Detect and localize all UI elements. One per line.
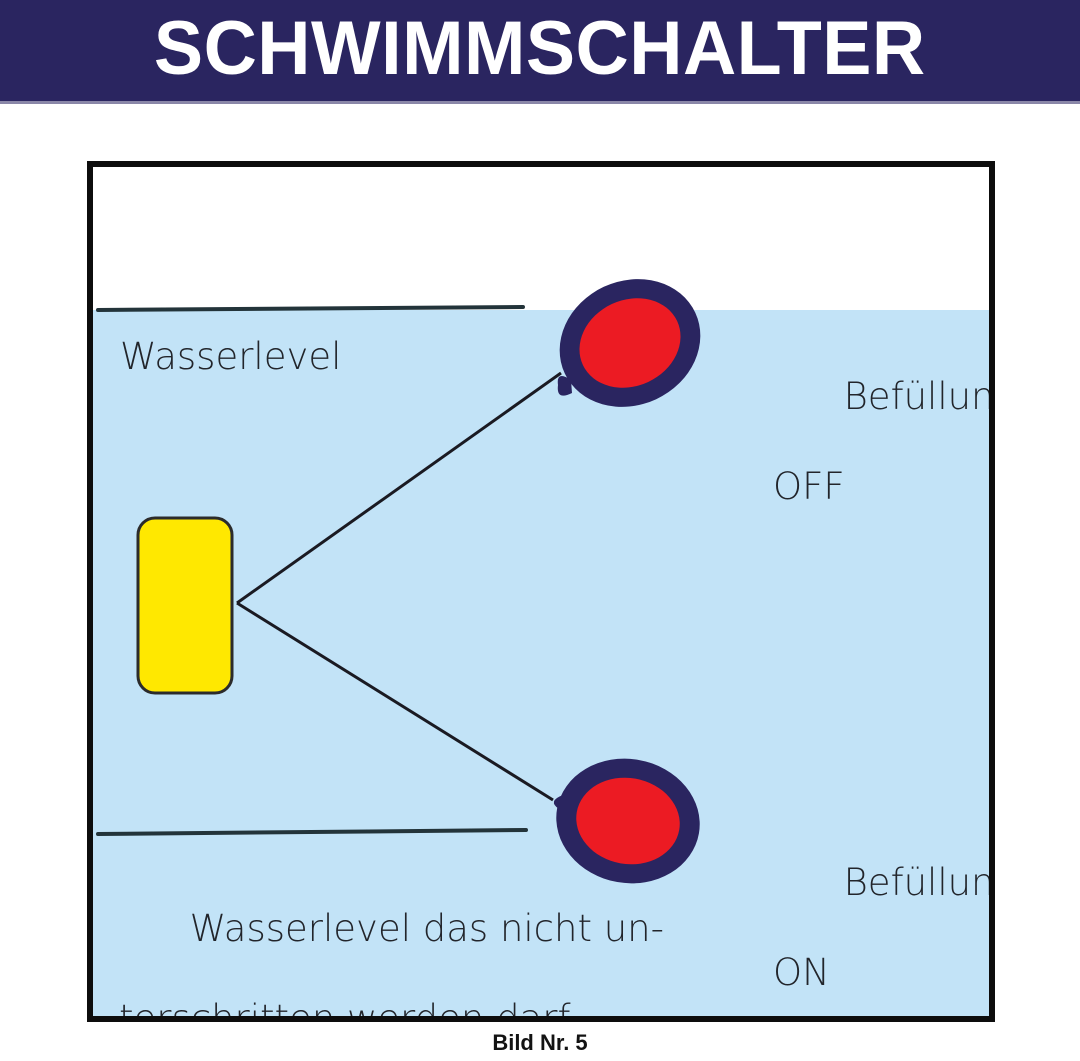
header-banner: SCHWIMMSCHALTER <box>0 0 1080 101</box>
water-level-line-upper <box>96 305 525 312</box>
label-filling-off: Befüllung OFF <box>773 329 995 600</box>
label-filling-on: Befüllung ON <box>773 815 995 1016</box>
label-filling-off-line1: Befüllung <box>843 375 995 419</box>
header-divider <box>0 101 1080 104</box>
figure-caption: Bild Nr. 5 <box>492 1030 588 1055</box>
switch-body <box>136 516 234 695</box>
label-minimum-water-level-line2: terschritten werden darf <box>119 997 571 1022</box>
float-ball-lower <box>553 758 700 884</box>
cable-upper <box>236 371 562 605</box>
float-upper-inner <box>579 298 681 388</box>
label-water-level: Wasserlevel <box>120 335 342 378</box>
float-upper-tail <box>557 376 572 396</box>
tank-interior: Wasserlevel Befüllung OFF Befüllung ON W… <box>93 167 989 1016</box>
label-filling-on-line2: ON <box>773 951 830 995</box>
water-body <box>93 310 989 1016</box>
float-lower-inner <box>576 777 680 865</box>
cable-lower <box>236 601 554 802</box>
page-title: SCHWIMMSCHALTER <box>154 5 926 91</box>
water-level-line-lower <box>96 828 528 836</box>
diagram-frame: Wasserlevel Befüllung OFF Befüllung ON W… <box>87 161 995 1022</box>
label-minimum-water-level: Wasserlevel das nicht un- terschritten w… <box>119 861 664 1022</box>
label-filling-off-line2: OFF <box>773 465 845 509</box>
float-ball-upper <box>557 279 701 407</box>
diagram-graphics <box>96 279 701 884</box>
label-minimum-water-level-line1: Wasserlevel das nicht un- <box>189 907 664 951</box>
label-filling-on-line1: Befüllung <box>843 861 995 905</box>
